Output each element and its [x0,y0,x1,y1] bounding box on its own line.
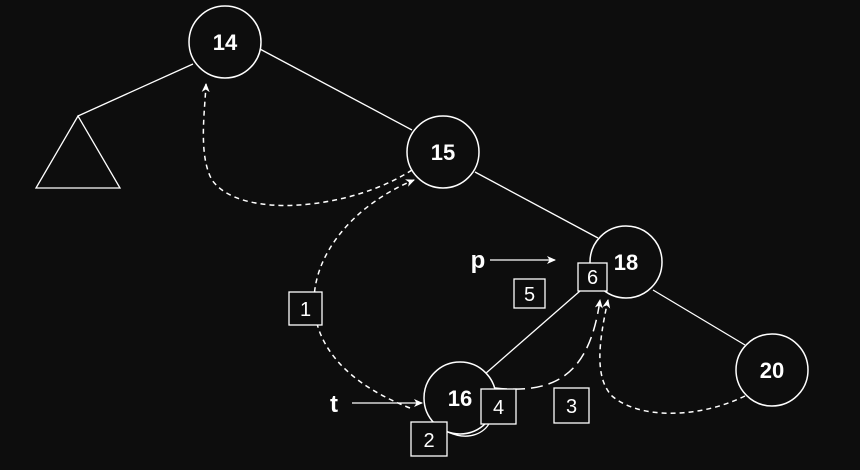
left-subtree-triangle [34,114,122,189]
traversal-paths-long-dash [494,299,603,390]
edge-18-16 [484,283,589,375]
node-20: 20 [735,333,809,407]
step-label-3: 3 [566,396,577,418]
step-box-1: 1 [288,291,323,326]
step-box-2: 2 [410,421,448,457]
node-label-20: 20 [760,358,784,383]
step-label-5: 5 [524,284,535,306]
pointer-label-p: p [471,247,486,274]
step-box-5: 5 [513,278,546,309]
traversal-paths [201,83,746,414]
pointer-label-t: t [330,391,338,418]
edge-15-18 [474,171,599,239]
path-16-to-18 [494,299,603,390]
node-18: 18 [589,225,663,299]
path-15-to-14 [201,83,413,207]
step-label-6: 6 [587,267,598,289]
node-16: 16 [423,361,497,435]
edge-18-20 [652,289,746,346]
pointer-arrows [352,256,556,407]
step-box-4: 4 [480,388,517,425]
step-box-3: 3 [553,387,590,424]
edge-14-15 [257,47,413,131]
path-20-to-18 [599,299,746,414]
edge-14-subtree [77,63,194,117]
node-label-14: 14 [213,30,238,55]
step-label-1: 1 [300,299,311,321]
step-box-6: 6 [577,262,608,292]
node-15: 15 [406,115,480,189]
tree-edges [77,47,746,375]
node-label-15: 15 [431,140,455,165]
node-14: 14 [188,5,262,79]
path-16-to-15 [313,179,415,409]
step-label-2: 2 [423,430,434,452]
step-label-4: 4 [493,397,504,419]
node-label-18: 18 [614,250,638,275]
node-label-16: 16 [448,386,472,411]
